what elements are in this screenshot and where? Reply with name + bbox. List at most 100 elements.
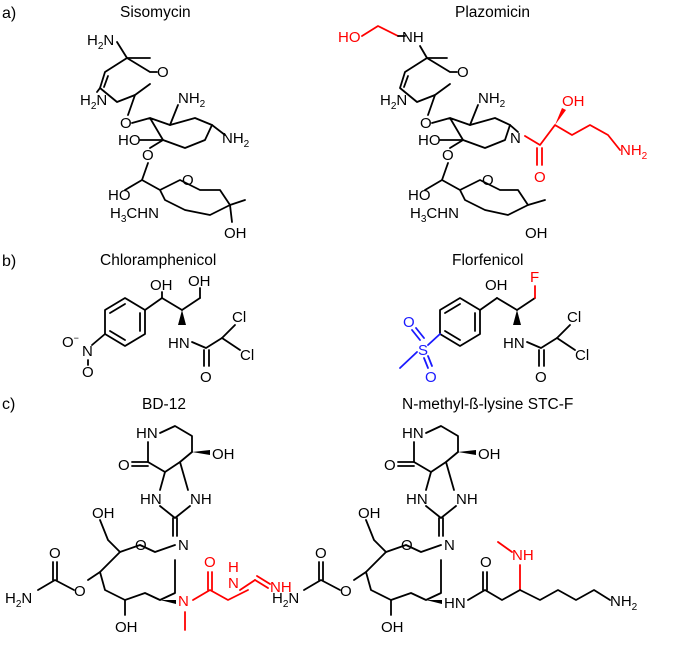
stcf-bond [425,471,432,491]
siso-h2n-left: H2N [80,92,107,112]
florfenicol-structure: OH F HN O Cl Cl S O O [399,269,589,386]
chlor-nitro-n: N [82,343,93,360]
bd12-hn-top: HN [136,425,158,442]
bd12-bond [99,519,121,553]
siso-ring-o1: O [157,64,169,81]
chlor-cl-2: Cl [240,347,254,364]
panel-label-c: c) [2,396,15,413]
chlor-oh-1: OH [150,277,173,294]
bd12-nh-imid: NH [190,491,212,508]
bd12-ring-o: O [135,537,147,554]
stcf-bond [445,461,455,491]
panel-label-b: b) [2,253,16,270]
plaz-oh-side: OH [562,93,585,110]
siso-oh-bottom: OH [224,225,247,242]
chlor-nitro-o: O [82,364,94,381]
stcf-bond [365,519,387,553]
siso-bond [149,139,164,149]
stcf-hn-imid: HN [406,491,428,508]
flor-so-o1: O [403,314,415,331]
flor-sulfonyl-bond [423,357,429,369]
stcf-nh-methyl: NH [512,547,534,564]
plaz-wedge [555,108,566,125]
plaz-bond [527,199,546,206]
chlor-bond [91,333,106,346]
flor-f: F [530,269,539,286]
bd12-bond [159,471,166,491]
stcf-nh-imid: NH [456,491,478,508]
plaz-ho-mid: HO [418,132,441,149]
siso-bond [103,75,109,88]
bd12-chain-bond [256,575,271,585]
stcf-chain-bond [497,541,513,553]
plaz-bond [403,75,409,88]
flor-carbonyl-o: O [535,369,547,386]
title-sisomycin: Sisomycin [120,4,191,21]
plaz-ho-bottom: HO [408,187,431,204]
siso-ho-mid: HO [118,132,141,149]
bd12-guan-n: N [178,537,189,554]
stcf-guan-n: N [444,537,455,554]
chlor-bond [181,297,201,311]
stcf-bond [353,571,367,581]
siso-bond [124,179,143,191]
chlor-bond [191,337,223,349]
chlor-bond [221,324,236,339]
plaz-bond [469,104,479,126]
plaz-bond [426,57,458,73]
chlor-nitro-o-minus: O− [62,333,79,351]
plaz-bond [449,139,464,149]
siso-nh2-right: NH2 [222,130,250,150]
stcf-carbamate-o: O [340,583,352,600]
chlor-bond [144,297,163,311]
title-n-methyl-lysine: N-methyl-ß-lysine STC-F [402,396,573,413]
siso-bond [211,124,226,136]
flor-ring [439,297,481,347]
stcf-bond [425,425,459,453]
sisomycin-structure: H2N O H2N O NH2 NH2 HO O O HO H3CHN OH [80,32,250,242]
plaz-h3chn: H3CHN [410,205,459,225]
siso-ring-o2: O [182,172,194,189]
flor-bond [479,297,498,311]
title-chloramphenicol: Chloramphenicol [100,252,216,269]
siso-bond [131,117,213,149]
bd12-carbamate-o2: O [49,545,61,562]
stcf-chain-bond [467,589,521,601]
bd12-bond [159,505,191,519]
stcf-bond [413,441,459,473]
flor-cl-1: Cl [567,309,581,326]
chlor-oh-2: OH [188,273,211,290]
flor-ring-db [444,303,461,314]
bd12-bond [87,571,101,581]
plaz-ho-top: HO [338,29,361,46]
flor-sulfonyl-bond [399,351,418,369]
stcf-carbonyl-o: O [480,554,492,571]
stcf-hn-top: HN [402,425,424,442]
flor-ring-db [444,330,461,341]
chlor-carbonyl-o: O [200,369,212,386]
plaz-sidechain-bond [524,124,621,151]
siso-bond [126,57,158,73]
flor-so-o2: O [425,369,437,386]
stcf-carbamate-o2: O [315,545,327,562]
bd12-chain-bond [239,579,256,591]
flor-sulfonyl-bond [415,327,425,339]
plaz-h2n-left: H2N [380,92,407,112]
chlor-cl-1: Cl [232,309,246,326]
chlor-bond [221,337,241,351]
siso-bond [116,41,151,59]
plaz-bond [399,57,436,103]
stcf-h2n: H2N [272,590,299,610]
bd12-bond [37,579,75,591]
bd12-oh-top: OH [212,446,235,463]
flor-bond [526,337,558,349]
stcf-oh-bottom: OH [381,619,404,636]
bd12-bond [179,461,189,491]
chlor-ring-db [109,303,126,314]
flor-wedge [513,310,521,325]
stcf-structure: HN OH O HN NH N O OH O O H2N OH HN O [272,425,638,636]
plazomicin-structure: HO NH O H2N O NH2 N HO O O OH NH2 O HO H… [338,25,648,242]
bd12-h2n: H2N [5,590,32,610]
title-plazomicin: Plazomicin [455,4,530,21]
siso-nh2-mid: NH2 [178,90,206,110]
